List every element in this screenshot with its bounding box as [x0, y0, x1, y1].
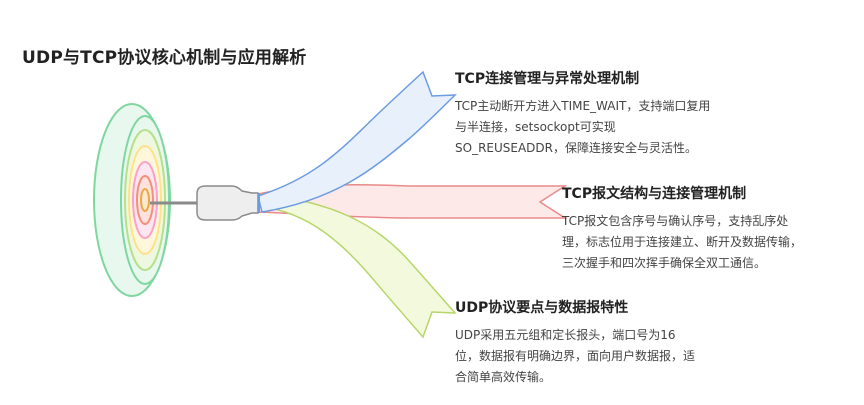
block-title: TCP报文结构与连接管理机制: [562, 186, 747, 202]
ribbon-green: [256, 193, 457, 339]
block-text: TCP主动断开方进入TIME_WAIT，支持端口复用与半连接，setsockop…: [455, 99, 711, 155]
target-center: [140, 188, 150, 212]
target-icon: [93, 103, 171, 297]
info-block-udp: UDP协议要点与数据报特性 UDP采用五元组和定长报头，端口号为16位，数据报有…: [455, 297, 695, 388]
page-title: UDP与TCP协议核心机制与应用解析: [22, 48, 307, 68]
block-text: TCP报文包含序号与确认序号，支持乱序处理，标志位用于连接建立、断开及数据传输，…: [562, 214, 803, 270]
ribbon-blue: [257, 70, 457, 213]
dart-icon: [150, 185, 260, 221]
block-title: TCP连接管理与异常处理机制: [455, 71, 640, 87]
info-block-tcp-segment: TCP报文结构与连接管理机制 TCP报文包含序号与确认序号，支持乱序处理，标志位…: [562, 183, 810, 274]
info-block-tcp-connection: TCP连接管理与异常处理机制 TCP主动断开方进入TIME_WAIT，支持端口复…: [455, 68, 717, 159]
dart-barrel: [196, 185, 259, 221]
block-title: UDP协议要点与数据报特性: [455, 300, 629, 316]
block-text: UDP采用五元组和定长报头，端口号为16位，数据报有明确边界，面向用户数据报，适…: [455, 328, 696, 384]
